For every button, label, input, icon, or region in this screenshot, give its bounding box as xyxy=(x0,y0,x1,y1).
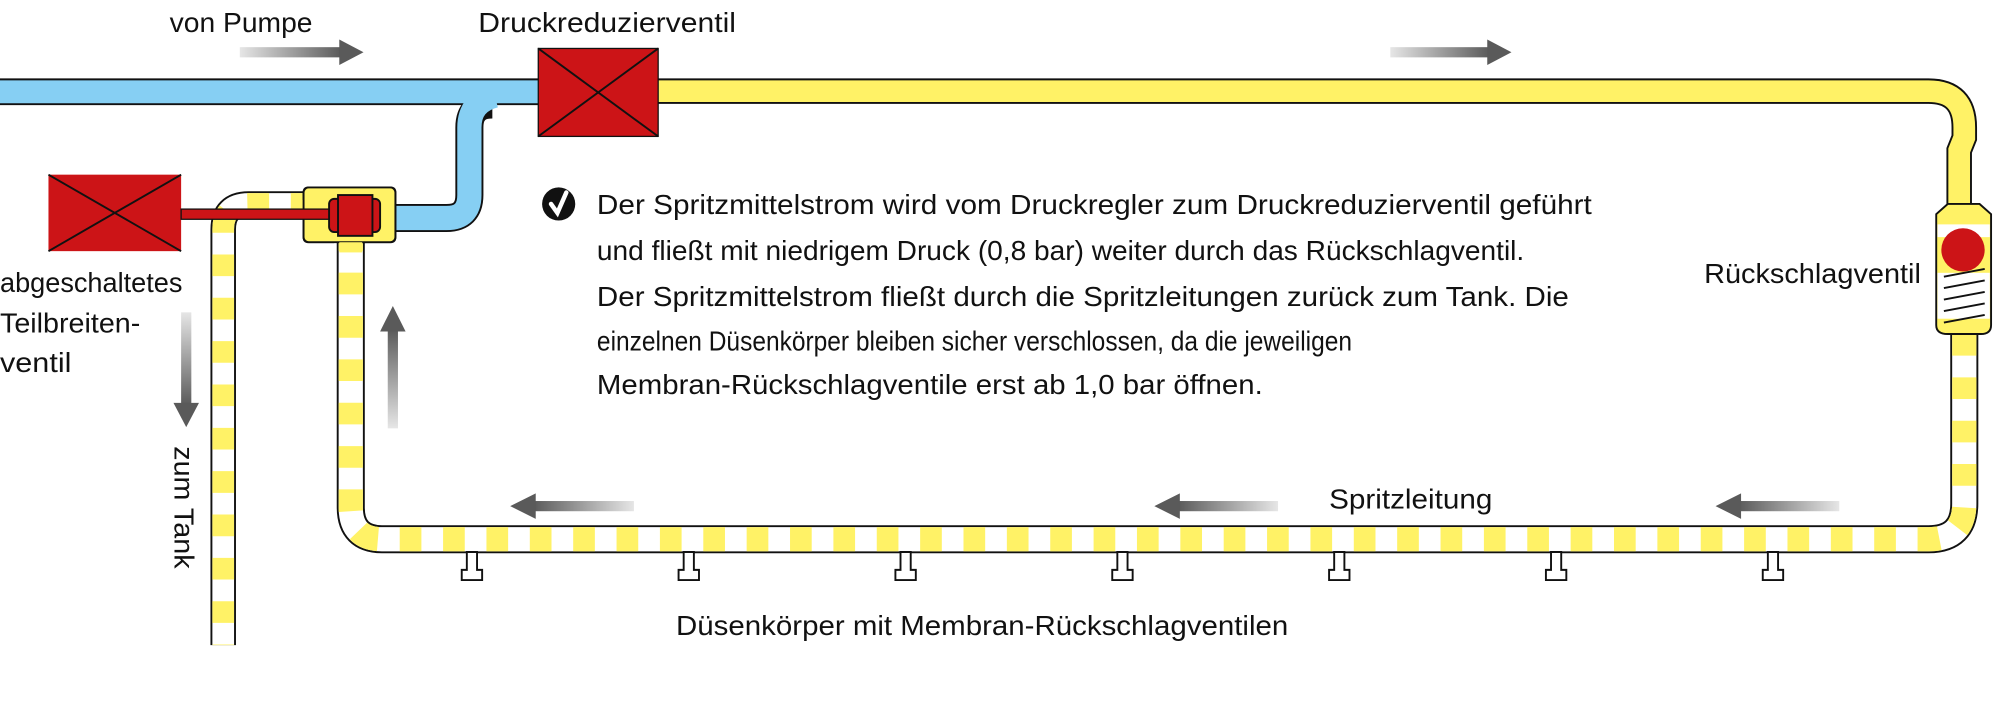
supply-line xyxy=(658,78,1978,207)
distributor-fitting xyxy=(180,186,397,253)
check-valve-ball xyxy=(1941,228,1985,272)
check-valve xyxy=(1935,203,1993,335)
nozzle xyxy=(677,551,700,582)
flow-arrow-right xyxy=(239,39,364,66)
info-line: Membran-Rückschlagventile erst ab 1,0 ba… xyxy=(597,369,1263,400)
spray-line-loop xyxy=(336,235,1979,554)
section-valve xyxy=(47,173,182,252)
label-check-valve: Rückschlagventil xyxy=(1704,258,1921,289)
check-circle-icon xyxy=(542,187,576,221)
label-section-valve-1: abgeschaltetes xyxy=(0,267,182,298)
label-nozzle-bodies: Düsenkörper mit Membran-Rückschlagventil… xyxy=(676,610,1288,641)
flow-arrow-down xyxy=(173,312,199,428)
flow-arrow-left xyxy=(510,493,634,519)
pump-line xyxy=(0,78,549,233)
label-section-valve-3: ventil xyxy=(0,347,71,378)
label-spray-line: Spritzleitung xyxy=(1329,484,1492,515)
nozzle xyxy=(1544,551,1568,582)
spring-icon xyxy=(1943,268,1985,324)
tank-return-pipe xyxy=(210,191,313,646)
label-to-tank: zum Tank xyxy=(169,446,200,569)
nozzle xyxy=(460,551,484,582)
info-line: Der Spritzmittelstrom fließt durch die S… xyxy=(597,281,1569,312)
nozzle-bodies xyxy=(460,551,1785,582)
nozzle xyxy=(1328,551,1351,582)
info-line: Der Spritzmittelstrom wird vom Druckregl… xyxy=(597,189,1592,220)
flow-arrow-right xyxy=(1390,39,1512,66)
pressure-reducing-valve xyxy=(537,47,659,138)
flow-arrow-left xyxy=(1715,493,1840,519)
info-line: einzelnen Düsenkörper bleiben sicher ver… xyxy=(597,326,1352,357)
flow-arrow-up xyxy=(380,305,406,429)
nozzle xyxy=(894,551,917,582)
nozzle xyxy=(1111,551,1134,582)
label-section-valve-2: Teilbreiten- xyxy=(0,308,140,339)
flow-arrow-left xyxy=(1154,493,1279,519)
label-from-pump: von Pumpe xyxy=(170,7,313,38)
nozzle xyxy=(1761,551,1785,582)
label-pressure-reducing-valve: Druckreduzierventil xyxy=(478,7,736,38)
info-line: und fließt mit niedrigem Druck (0,8 bar)… xyxy=(597,235,1524,266)
